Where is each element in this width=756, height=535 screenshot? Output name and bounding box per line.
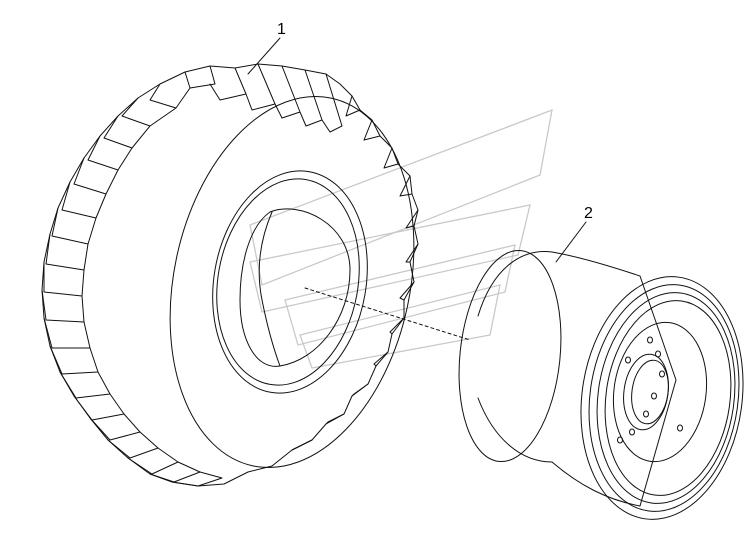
rim-front-flange-3 — [596, 292, 736, 504]
tire-bead-inner — [216, 178, 360, 386]
tire-tread-outline — [41, 63, 419, 487]
rim-front-flange-2 — [588, 284, 740, 512]
watermark-logo — [249, 108, 553, 369]
tire-sidewall — [169, 95, 415, 469]
tire-part-1 — [41, 63, 419, 487]
assembly-axis-line — [304, 287, 471, 341]
rim-disc — [612, 321, 708, 463]
rim-front-flange-4 — [604, 300, 732, 496]
tire-bore — [239, 208, 351, 367]
leader-line-2 — [555, 221, 587, 263]
rim-part-2 — [458, 249, 744, 520]
rim-barrel — [551, 251, 677, 507]
callout-label-1: 1 — [277, 21, 286, 38]
rim-bolt-holes — [617, 336, 683, 444]
callout-label-2: 2 — [584, 205, 593, 222]
tread-lugs — [41, 63, 419, 487]
rim-front-flange-1 — [580, 276, 744, 520]
leader-line-1 — [247, 37, 281, 75]
tire-bead-outer — [212, 170, 368, 394]
rim-back-flange — [458, 249, 562, 463]
